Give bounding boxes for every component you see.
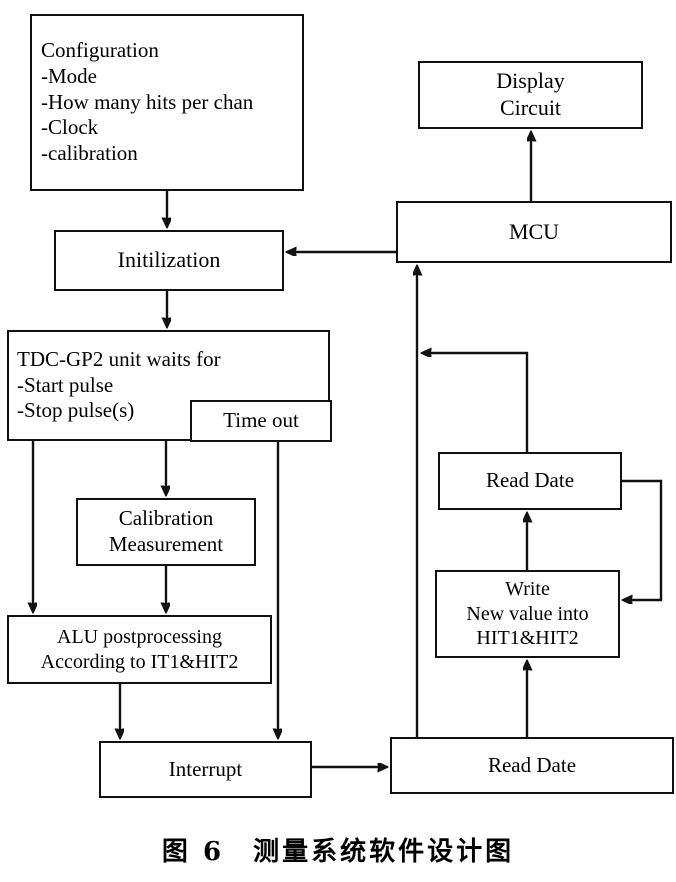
configuration-item-calibration: -calibration [41, 140, 138, 165]
node-write-new-value[interactable]: Write New value into HIT1&HIT2 [435, 570, 620, 658]
node-read-date-middle[interactable]: Read Date [438, 452, 622, 510]
edge-read-date-middle-to-mcu-riser [423, 353, 529, 452]
time-out-label: Time out [223, 408, 299, 433]
node-configuration[interactable]: Configuration -Mode -How many hits per c… [30, 14, 304, 191]
node-read-date-bottom[interactable]: Read Date [390, 737, 674, 794]
node-initialization[interactable]: Initilization [54, 230, 284, 291]
alu-postprocessing-line1: ALU postprocessing [57, 626, 222, 649]
write-new-value-line2: New value into [466, 602, 589, 625]
alu-postprocessing-line2: According to IT1&HIT2 [40, 650, 239, 673]
configuration-item-hits: -How many hits per chan [41, 89, 254, 114]
tdc-wait-item-stop: -Stop pulse(s) [17, 398, 135, 423]
configuration-item-clock: -Clock [41, 115, 99, 140]
interrupt-label: Interrupt [168, 756, 243, 781]
initialization-label: Initilization [117, 247, 221, 273]
write-new-value-line3: HIT1&HIT2 [476, 627, 579, 650]
node-time-out[interactable]: Time out [190, 400, 332, 442]
configuration-item-mode: -Mode [41, 64, 97, 89]
node-display-circuit[interactable]: Display Circuit [418, 61, 643, 129]
node-alu-postprocessing[interactable]: ALU postprocessing According to IT1&HIT2 [7, 615, 272, 684]
calibration-measurement-line2: Measurement [108, 532, 224, 556]
tdc-wait-title: TDC-GP2 unit waits for [17, 347, 221, 372]
node-calibration-measurement[interactable]: Calibration Measurement [76, 498, 256, 566]
configuration-title: Configuration [41, 38, 159, 63]
figure-caption-text: 图 6 测量系统软件设计图 [161, 837, 515, 867]
display-circuit-line2: Circuit [499, 95, 562, 120]
write-new-value-line1: Write [505, 578, 550, 601]
calibration-measurement-line1: Calibration [118, 506, 214, 531]
node-tdc-wait[interactable]: TDC-GP2 unit waits for -Start pulse -Sto… [7, 330, 330, 441]
tdc-wait-item-start: -Start pulse [17, 372, 114, 397]
read-date-bottom-label: Read Date [487, 752, 577, 777]
mcu-label: MCU [508, 218, 560, 244]
node-interrupt[interactable]: Interrupt [99, 741, 312, 798]
display-circuit-line1: Display [496, 68, 565, 94]
figure-caption: 图 6 测量系统软件设计图 [0, 831, 676, 868]
node-mcu[interactable]: MCU [396, 201, 672, 263]
read-date-middle-label: Read Date [485, 468, 575, 493]
edge-read-date-middle-feedback-to-write [622, 479, 663, 600]
